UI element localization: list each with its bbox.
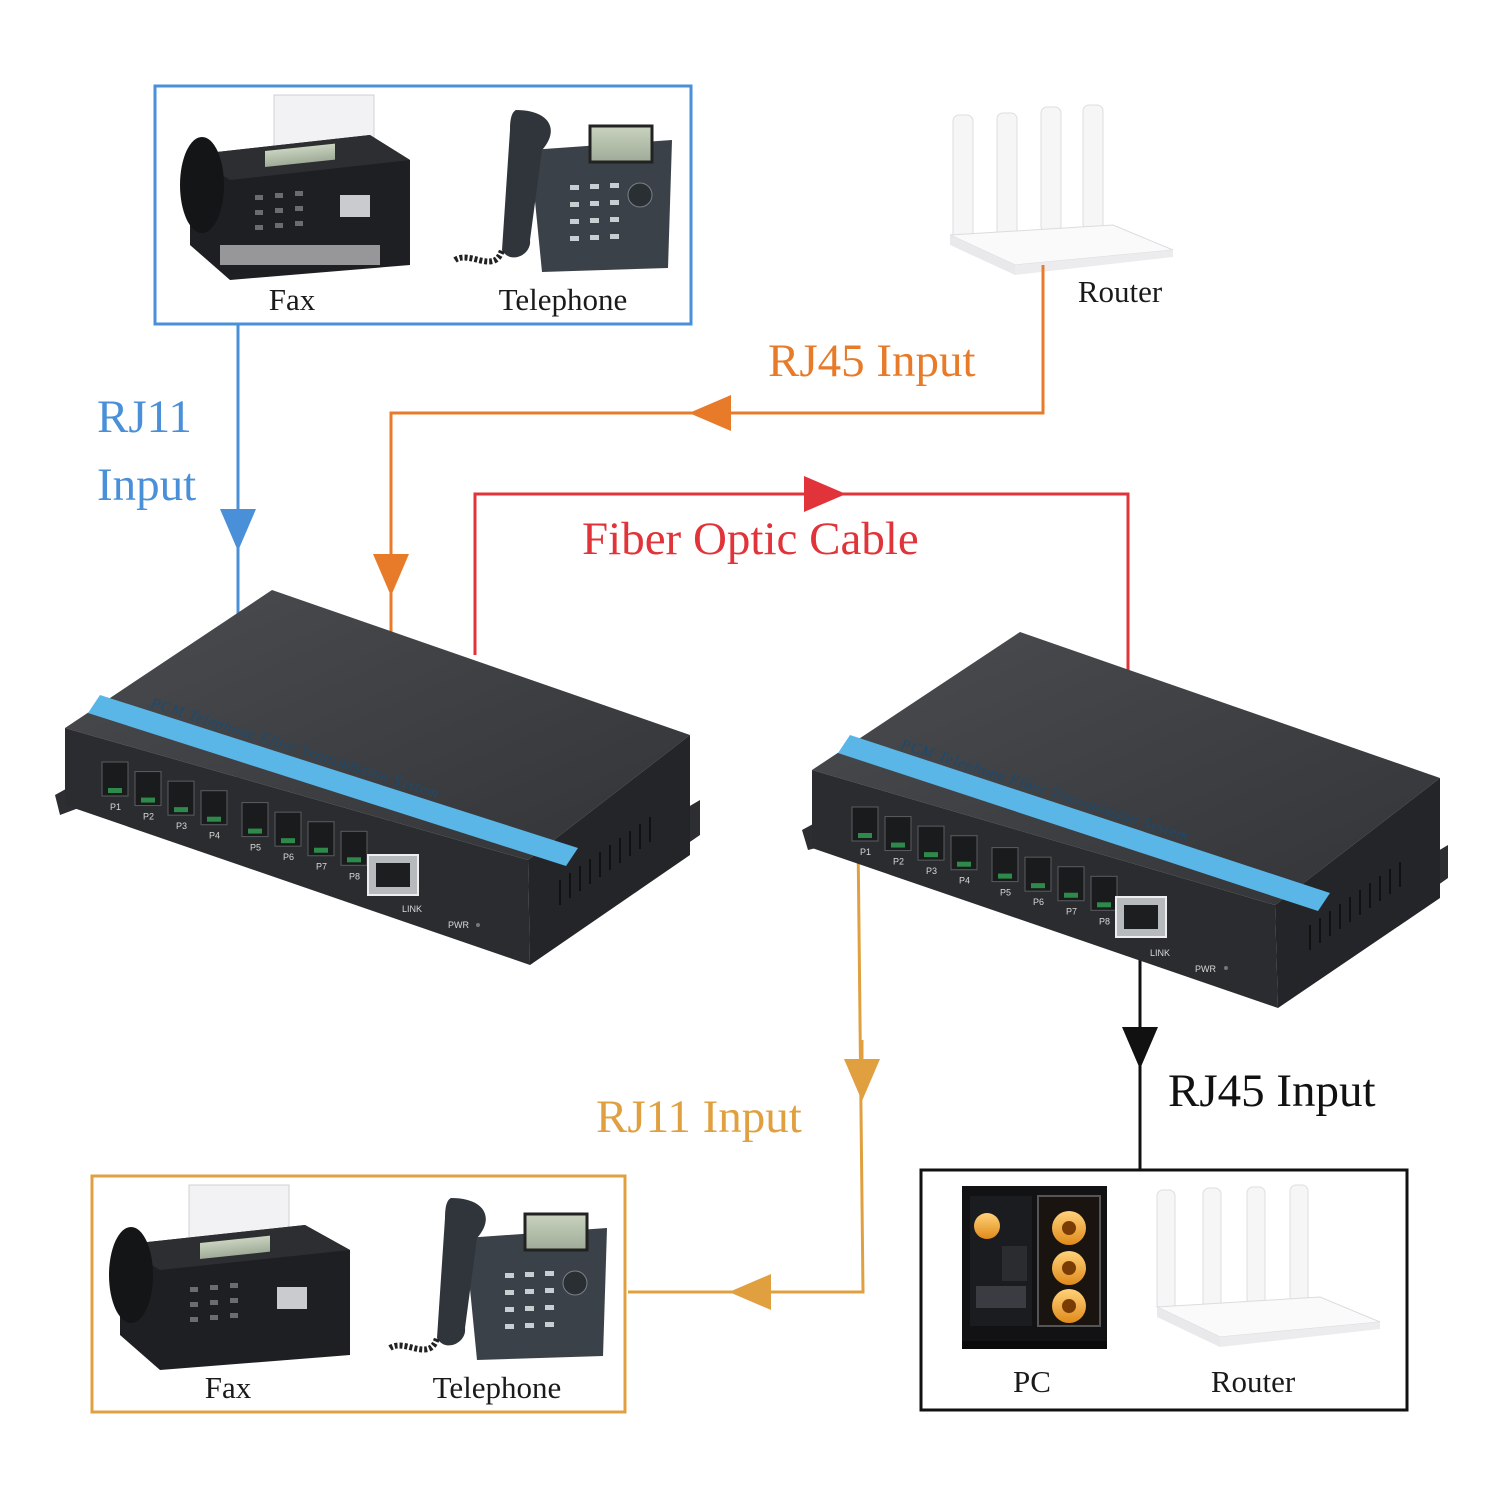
bottom-left-group-frame	[90, 1174, 627, 1414]
right-vents	[1309, 862, 1401, 950]
port-label: P4	[959, 876, 970, 886]
rj11-port-p7[interactable]: P7	[307, 821, 335, 872]
pc-label: PC	[1013, 1364, 1051, 1399]
left-pwr-label: PWR	[448, 920, 469, 930]
rj11-port-p1[interactable]: P1	[101, 761, 129, 812]
left-vents	[559, 817, 651, 905]
telephone-icon	[388, 1198, 607, 1360]
port-label: P3	[926, 866, 937, 876]
pc-icon	[962, 1186, 1107, 1349]
fax-icon	[109, 1184, 350, 1370]
rj11-port-p6[interactable]: P6	[274, 811, 302, 862]
rj11-port-p2[interactable]: P2	[134, 771, 162, 822]
bottom-right-endpoint-group: PC Router	[919, 1168, 1409, 1412]
port-label: P8	[1099, 916, 1110, 926]
left-pwr-led	[476, 923, 480, 927]
rj45-bottom-label: RJ45 Input	[1168, 1065, 1376, 1117]
rj11-port-p8[interactable]: P8	[340, 830, 368, 881]
top-group-frame	[153, 84, 693, 326]
right-stripe	[838, 735, 1330, 911]
rj11-port-p1[interactable]: P1	[851, 806, 879, 857]
rj11-top-label-line1: RJ11	[97, 391, 192, 443]
port-label: P1	[110, 802, 121, 812]
right-link-label: LINK	[1150, 948, 1170, 958]
port-label: P3	[176, 821, 187, 831]
right-pwr-led	[1224, 966, 1228, 970]
rj11-bottom-label: RJ11 Input	[596, 1091, 802, 1143]
port-label: P8	[349, 871, 360, 881]
left-fiber-transceiver: PCM Telephone Fiber Transmission System …	[55, 590, 700, 965]
rj11-port-p8[interactable]: P8	[1090, 875, 1118, 926]
fax-icon	[180, 94, 410, 280]
port-label: P4	[209, 831, 220, 841]
fiber-label: Fiber Optic Cable	[582, 513, 919, 565]
port-label: P6	[283, 852, 294, 862]
router-icon	[949, 104, 1174, 275]
rj11-port-p3[interactable]: P3	[917, 825, 945, 876]
telephone-icon	[453, 110, 672, 272]
bottom-fax-label: Fax	[205, 1370, 252, 1405]
rj11-port-p5[interactable]: P5	[991, 847, 1019, 898]
top-router-label: Router	[1078, 274, 1163, 309]
rj11-port-p3[interactable]: P3	[167, 780, 195, 831]
rj11-port-p6[interactable]: P6	[1024, 856, 1052, 907]
port-label: P5	[250, 843, 261, 853]
top-endpoint-group: Fax Telephone	[153, 84, 693, 326]
rj11-port-p7[interactable]: P7	[1057, 866, 1085, 917]
rj11-port-p2[interactable]: P2	[884, 816, 912, 867]
rj11-top-label-line2: Input	[97, 459, 196, 511]
bottom-telephone-label: Telephone	[433, 1370, 562, 1405]
port-label: P6	[1033, 897, 1044, 907]
port-label: P7	[1066, 907, 1077, 917]
port-label: P5	[1000, 888, 1011, 898]
router-icon	[1155, 1184, 1381, 1347]
port-label: P1	[860, 847, 871, 857]
rj45-top-label: RJ45 Input	[768, 335, 976, 387]
port-label: P2	[143, 812, 154, 822]
top-fax-label: Fax	[269, 282, 316, 317]
bottom-right-group-frame	[919, 1168, 1409, 1412]
left-stripe	[88, 695, 578, 866]
rj11-port-p4[interactable]: P4	[950, 835, 978, 886]
rj11-bottom-line	[628, 837, 865, 1294]
bottom-left-endpoint-group: Fax Telephone	[90, 1174, 627, 1414]
right-fiber-transceiver: PCM Telephone Fiber Transmission System …	[802, 632, 1448, 1008]
port-label: P7	[316, 862, 327, 872]
rj11-port-p5[interactable]: P5	[241, 802, 269, 853]
left-link-label: LINK	[402, 904, 422, 914]
right-pwr-label: PWR	[1195, 964, 1216, 974]
rj11-port-p4[interactable]: P4	[200, 790, 228, 841]
port-label: P2	[893, 857, 904, 867]
top-telephone-label: Telephone	[499, 282, 628, 317]
bottom-router-label: Router	[1211, 1364, 1296, 1399]
